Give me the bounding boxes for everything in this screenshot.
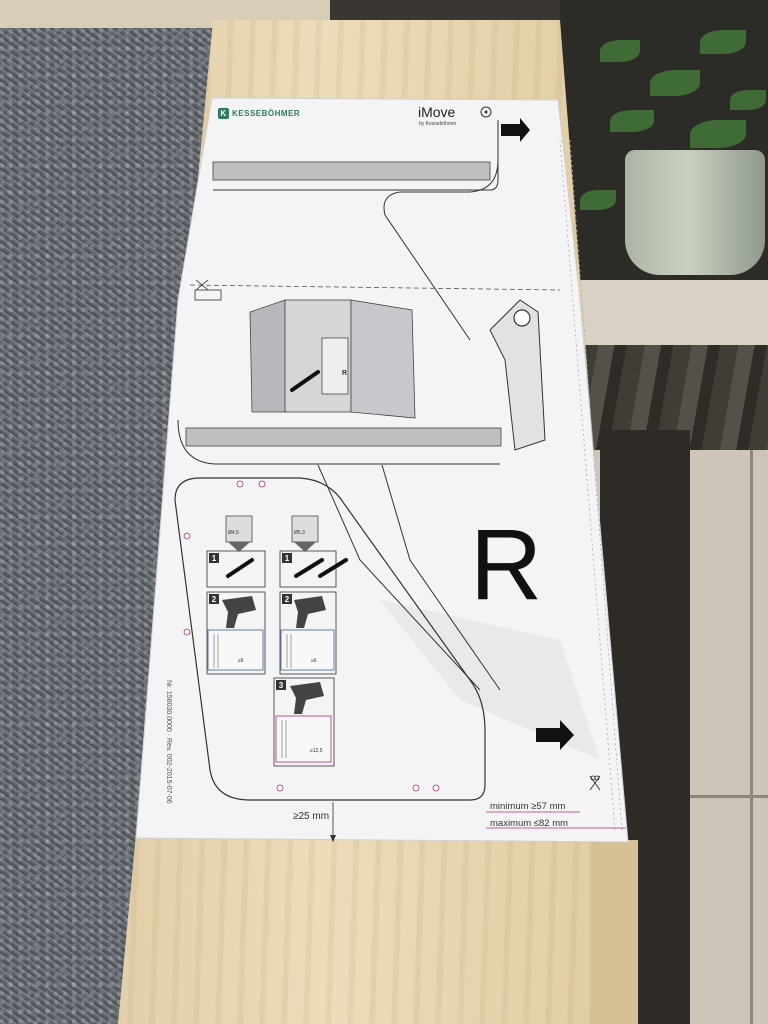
- step-number: 3: [276, 680, 286, 690]
- cabinet-side-label: R: [342, 370, 348, 377]
- depth-label: ≥12,5: [310, 748, 323, 754]
- scissors-icon: [589, 775, 601, 791]
- hole-diameter-label: Ø4,5: [228, 530, 239, 536]
- window-ledge: [580, 280, 768, 350]
- plant-pot: [625, 150, 765, 275]
- plant-leaf: [580, 190, 616, 210]
- plywood-edge: [590, 840, 638, 1024]
- plant-leaf: [730, 90, 766, 110]
- tile-joint: [660, 795, 768, 798]
- brand-logo: K KESSEBÖHMER: [218, 108, 300, 119]
- step-number: 1: [209, 553, 219, 563]
- screwdriver-icon: [226, 558, 348, 578]
- depth-label: ≥6: [311, 658, 317, 664]
- product-subtitle: by Kesseböhmer: [419, 121, 457, 127]
- plant-leaf: [600, 40, 640, 62]
- plant-leaf: [690, 120, 746, 148]
- drill-icon: [222, 596, 326, 714]
- plant-leaf: [700, 30, 746, 54]
- clearance-dimension: ≥25 mm: [293, 811, 330, 822]
- step-number: 2: [209, 594, 219, 604]
- hole-diameter-label: Ø6,3: [294, 530, 305, 536]
- arrow-right-icon: [536, 720, 574, 750]
- arrow-right-icon: [501, 118, 530, 142]
- plant-leaf: [610, 110, 654, 132]
- document-code: Nr. 158030.0000 · Rev. 002-2015-07-06: [165, 680, 172, 804]
- scissors-icon: [195, 279, 209, 291]
- brand-name: KESSEBÖHMER: [232, 109, 301, 118]
- step-number: 1: [282, 553, 292, 563]
- plant-leaf: [650, 70, 700, 96]
- maximum-dimension: maximum ≤82 mm: [490, 818, 569, 829]
- side-letter: R: [470, 509, 543, 621]
- product-name: iMove: [418, 104, 456, 120]
- step-number: 2: [282, 594, 292, 604]
- minimum-dimension: minimum ≥57 mm: [490, 801, 566, 812]
- brand-icon: K: [218, 108, 229, 119]
- depth-label: ≥6: [238, 658, 244, 664]
- tile-joint: [750, 450, 753, 1024]
